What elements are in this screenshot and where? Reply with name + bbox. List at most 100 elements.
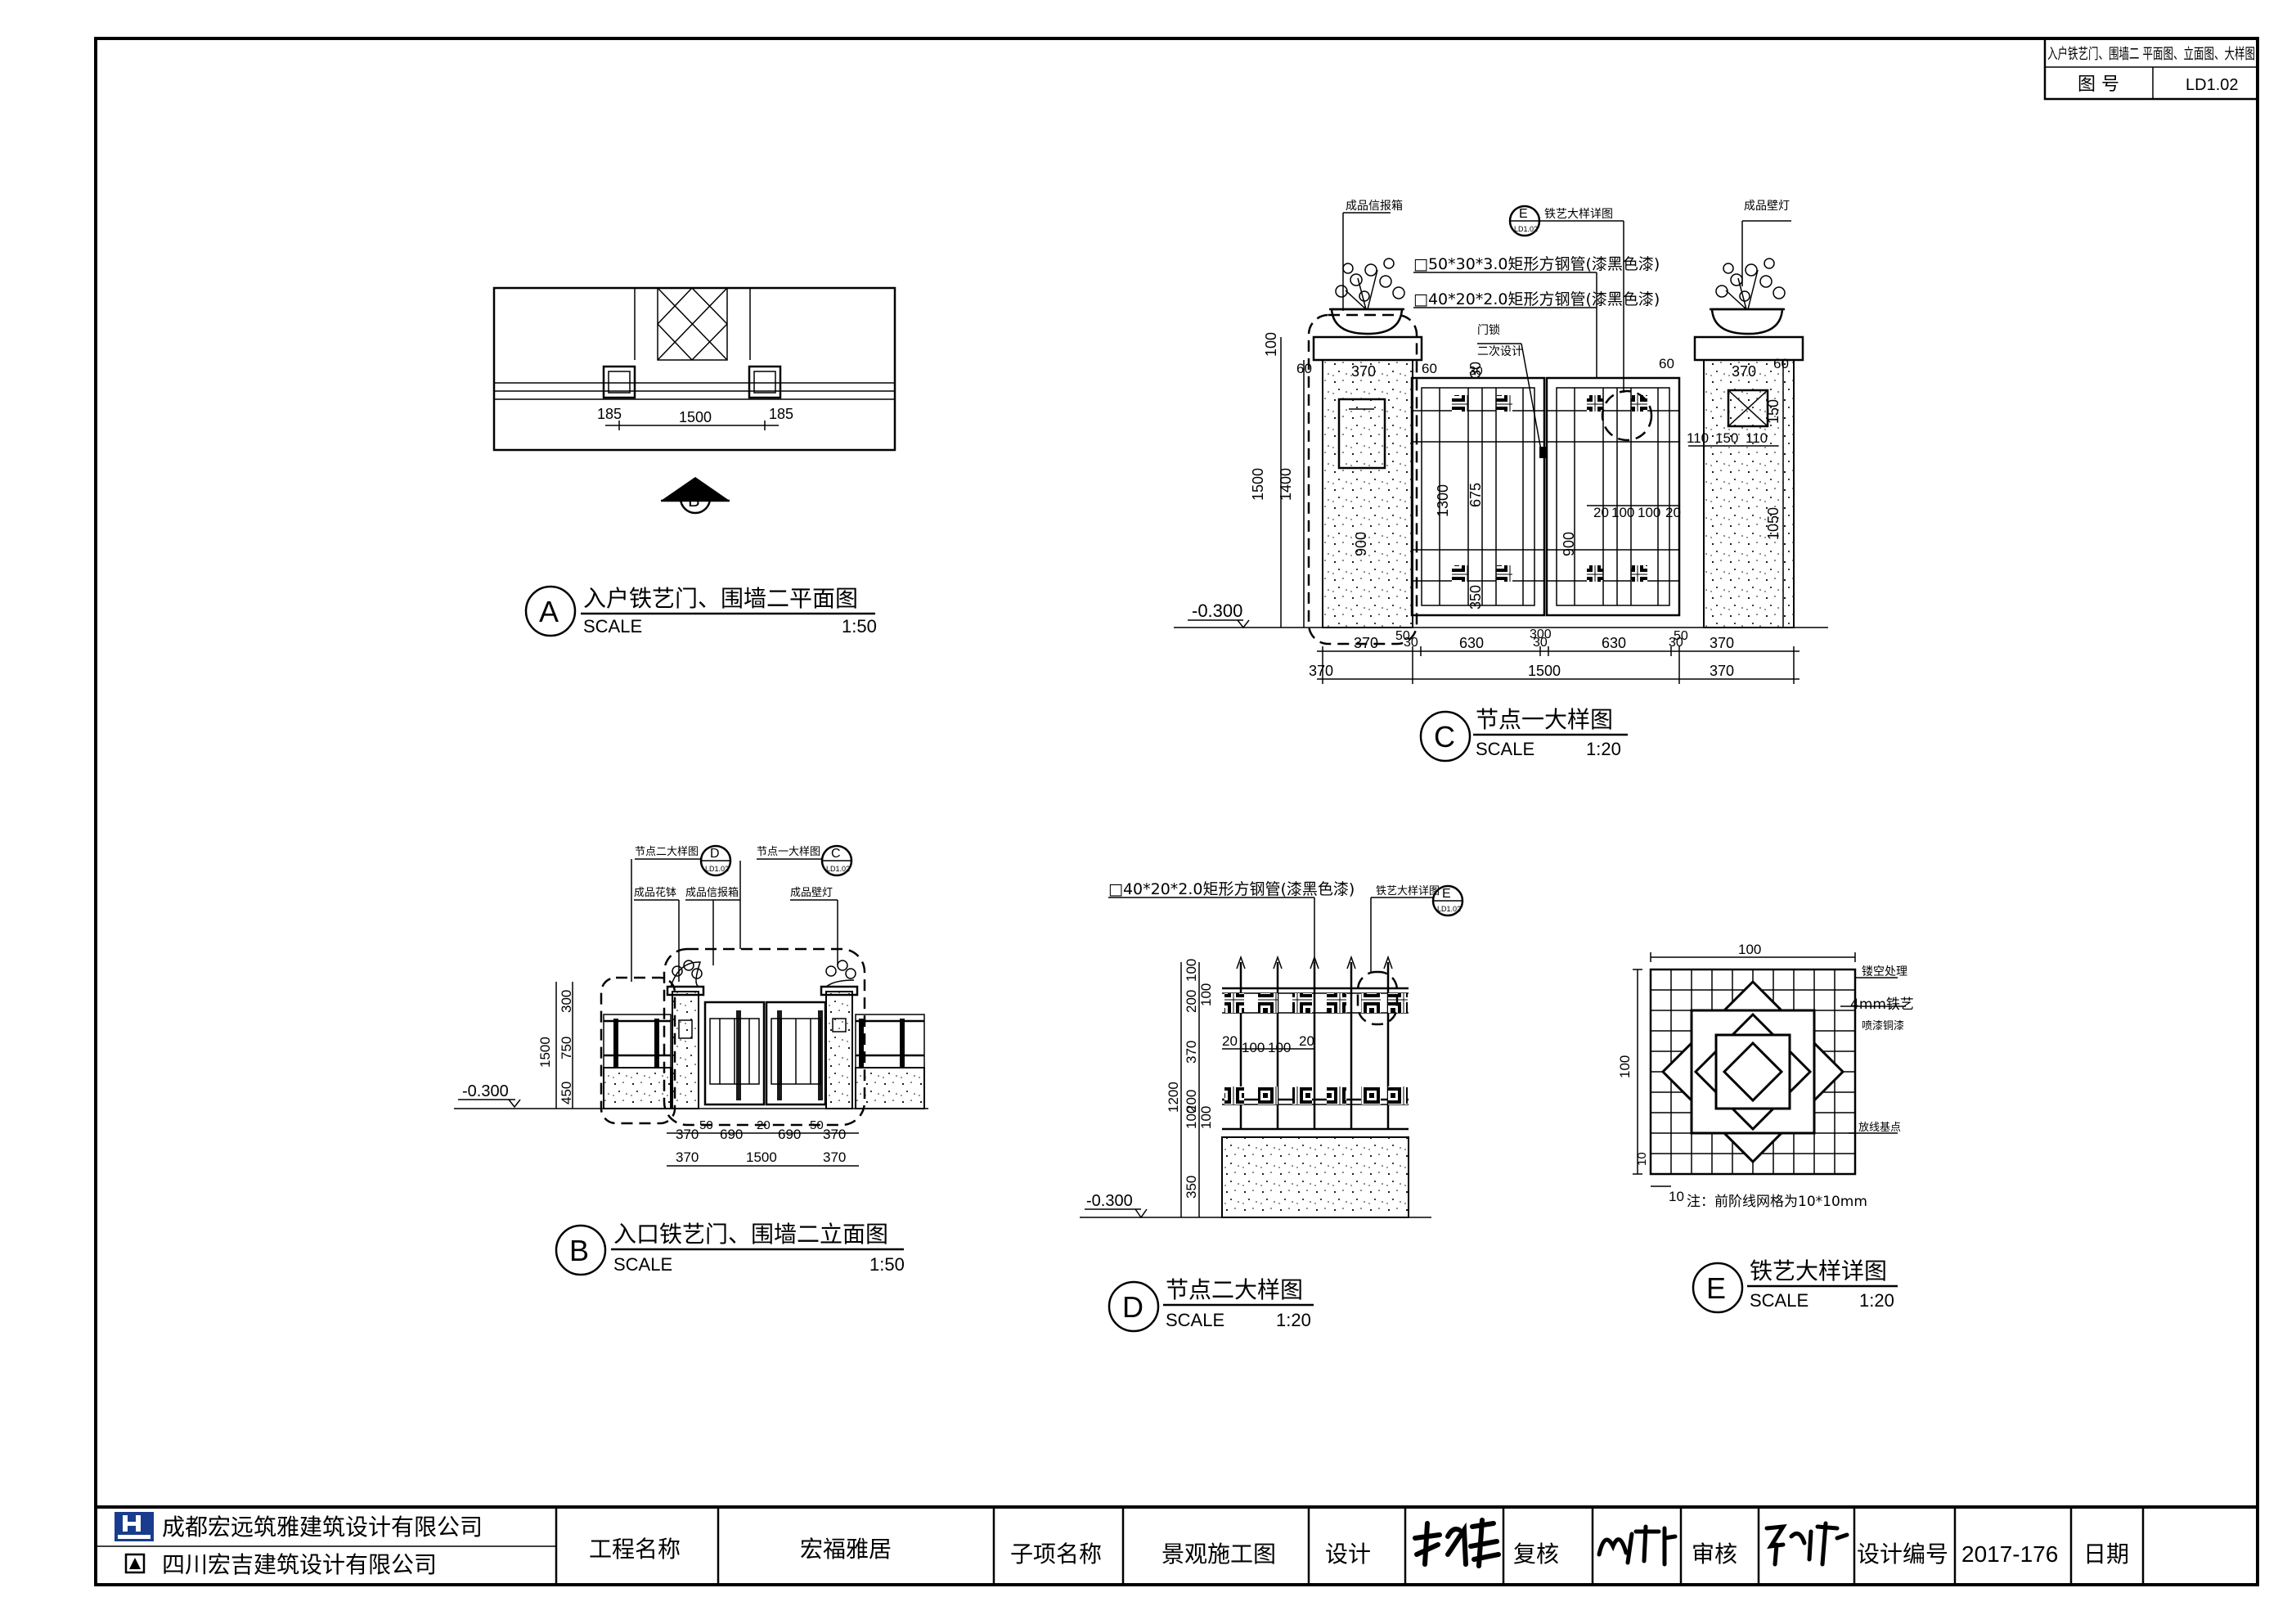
signature-reviewer [1764,1521,1849,1567]
svg-text:D: D [710,847,720,861]
svg-text:100: 100 [1184,959,1199,982]
svg-text:10: 10 [1669,1189,1684,1204]
view-a-scale-label: SCALE [583,616,642,637]
view-e-notes: 镂空处理 4mm铁艺 喷漆铜漆 放线基点 注：前阶线网格为10*10mm [1687,965,1914,1210]
svg-text:100: 100 [1184,1106,1199,1129]
planter-right [1710,258,1786,335]
callout-node2: 节点二大样图 [635,846,699,858]
svg-text:50: 50 [699,1118,713,1132]
view-e-letter-circle [1692,1262,1744,1314]
svg-text:LD1.02: LD1.02 [1437,905,1461,913]
view-d-vdims: 100 200 100 370 1200 200 100 100 350 [1166,959,1214,1217]
signature-designer [1413,1518,1501,1568]
svg-text:10: 10 [1635,1152,1649,1166]
view-b-scale-label: SCALE [613,1254,672,1275]
svg-text:150: 150 [1765,399,1782,424]
d-tiles-bottom [1224,1086,1408,1104]
view-c-detail: -0.300 [1174,200,1828,763]
view-e-detail: 100 100 10 10 镂空处理 4mm铁艺 喷漆铜漆 放线基点 注：前阶线… [1617,942,1914,1314]
svg-text:100: 100 [1611,505,1634,520]
review-label: 审核 [1692,1541,1737,1568]
callout-tube-40-d: □40*20*2.0矩形方钢管(漆黑色漆) [1108,880,1355,898]
view-c-letter: C [1434,720,1455,754]
svg-text:350: 350 [1467,585,1484,610]
svg-text:630: 630 [1602,635,1626,651]
view-d-level: -0.300 [1086,1192,1133,1210]
left-pillar [1322,359,1413,628]
view-b-title: 入口铁艺门、围墙二立面图 [613,1221,888,1248]
svg-text:900: 900 [1561,532,1577,556]
svg-text:30: 30 [1469,364,1483,378]
svg-text:50: 50 [1395,629,1410,643]
footer-title-bar: 成都宏远筑雅建筑设计有限公司 四川宏吉建筑设计有限公司 工程名称 宏福雅居 子项… [94,1505,2259,1586]
svg-text:100: 100 [1738,942,1761,957]
company-logo-2 [124,1553,146,1574]
design-no-label: 设计编号 [1857,1541,1948,1568]
svg-text:370: 370 [823,1149,846,1165]
svg-text:60: 60 [1296,361,1312,376]
svg-text:1200: 1200 [1166,1082,1181,1113]
svg-text:30: 30 [1533,636,1548,650]
planter-left [1329,258,1405,335]
svg-text:20: 20 [1222,1033,1238,1049]
view-d-callouts: □40*20*2.0矩形方钢管(漆黑色漆) 铁艺大样详图 E LD1.02 [1108,880,1464,972]
view-e-footnote: 注：前阶线网格为10*10mm [1687,1194,1867,1210]
company2: 四川宏吉建筑设计有限公司 [162,1551,437,1578]
view-b-letter-circle [555,1224,607,1276]
gate-lock [1539,447,1548,458]
svg-text:200: 200 [1184,1090,1199,1113]
wall-lamp [1727,389,1769,428]
drawing-no: LD1.02 [2186,76,2239,94]
svg-text:1050: 1050 [1765,507,1782,540]
svg-text:900: 900 [1353,532,1369,556]
callout-wall-lamp: 成品壁灯 [1744,200,1790,213]
view-a-letter: A [539,595,559,628]
svg-text:100: 100 [1268,1040,1291,1055]
callout-tube-50: □50*30*3.0矩形方钢管(漆黑色漆) [1413,255,1660,273]
svg-text:100: 100 [1638,505,1660,520]
svg-text:370: 370 [676,1149,699,1165]
svg-text:450: 450 [559,1082,574,1104]
svg-text:370: 370 [1354,635,1378,651]
svg-text:100: 100 [1242,1040,1265,1055]
svg-text:370: 370 [1732,363,1756,380]
view-e-title: 铁艺大样详图 [1750,1257,1887,1284]
section-marker-b: B [661,477,730,515]
view-a-letter-circle [524,585,577,637]
iron-pattern [1660,979,1845,1164]
note-baseline: 放线基点 [1858,1122,1901,1134]
project-label: 工程名称 [589,1536,681,1563]
view-d-scale: 1:20 [1276,1310,1311,1330]
svg-text:1500: 1500 [1528,663,1561,679]
sub-value: 景观施工图 [1161,1541,1276,1568]
svg-text:150: 150 [1715,430,1738,446]
title-box: 入户铁艺门、围墙二 平面图、立面图、大样图 图 号 LD1.02 [2043,37,2259,101]
svg-text:370: 370 [823,1127,846,1142]
svg-text:370: 370 [1309,663,1333,679]
sheet-frame [94,37,2259,1586]
svg-text:30: 30 [1669,636,1683,650]
svg-text:20: 20 [757,1118,771,1132]
svg-text:1500: 1500 [1250,468,1266,501]
svg-text:60: 60 [1422,361,1437,376]
svg-text:750: 750 [559,1037,574,1059]
view-e-scale: 1:20 [1859,1290,1894,1311]
view-d-detail: -0.300 □40*20*2.0矩形方钢 [1080,880,1464,1333]
svg-text:50: 50 [1674,629,1688,643]
date-label: 日期 [2083,1541,2129,1568]
svg-text:E: E [1519,207,1528,221]
view-d-hdims: 20 100 100 20 [1222,1033,1314,1055]
svg-text:C: C [831,847,841,861]
svg-text:690: 690 [778,1127,801,1142]
plan-dim-right: 185 [769,406,793,422]
check-label: 复核 [1513,1541,1559,1568]
drawing-title: 入户铁艺门、围墙二 平面图、立面图、大样图 [2047,46,2255,63]
view-d-title: 节点二大样图 [1166,1276,1303,1303]
view-d-letter: D [1122,1290,1144,1324]
svg-text:30: 30 [1467,362,1484,378]
svg-text:20: 20 [1593,505,1609,520]
svg-text:300: 300 [1530,628,1552,641]
svg-text:350: 350 [1184,1176,1199,1199]
svg-text:LD1.02: LD1.02 [705,865,729,873]
